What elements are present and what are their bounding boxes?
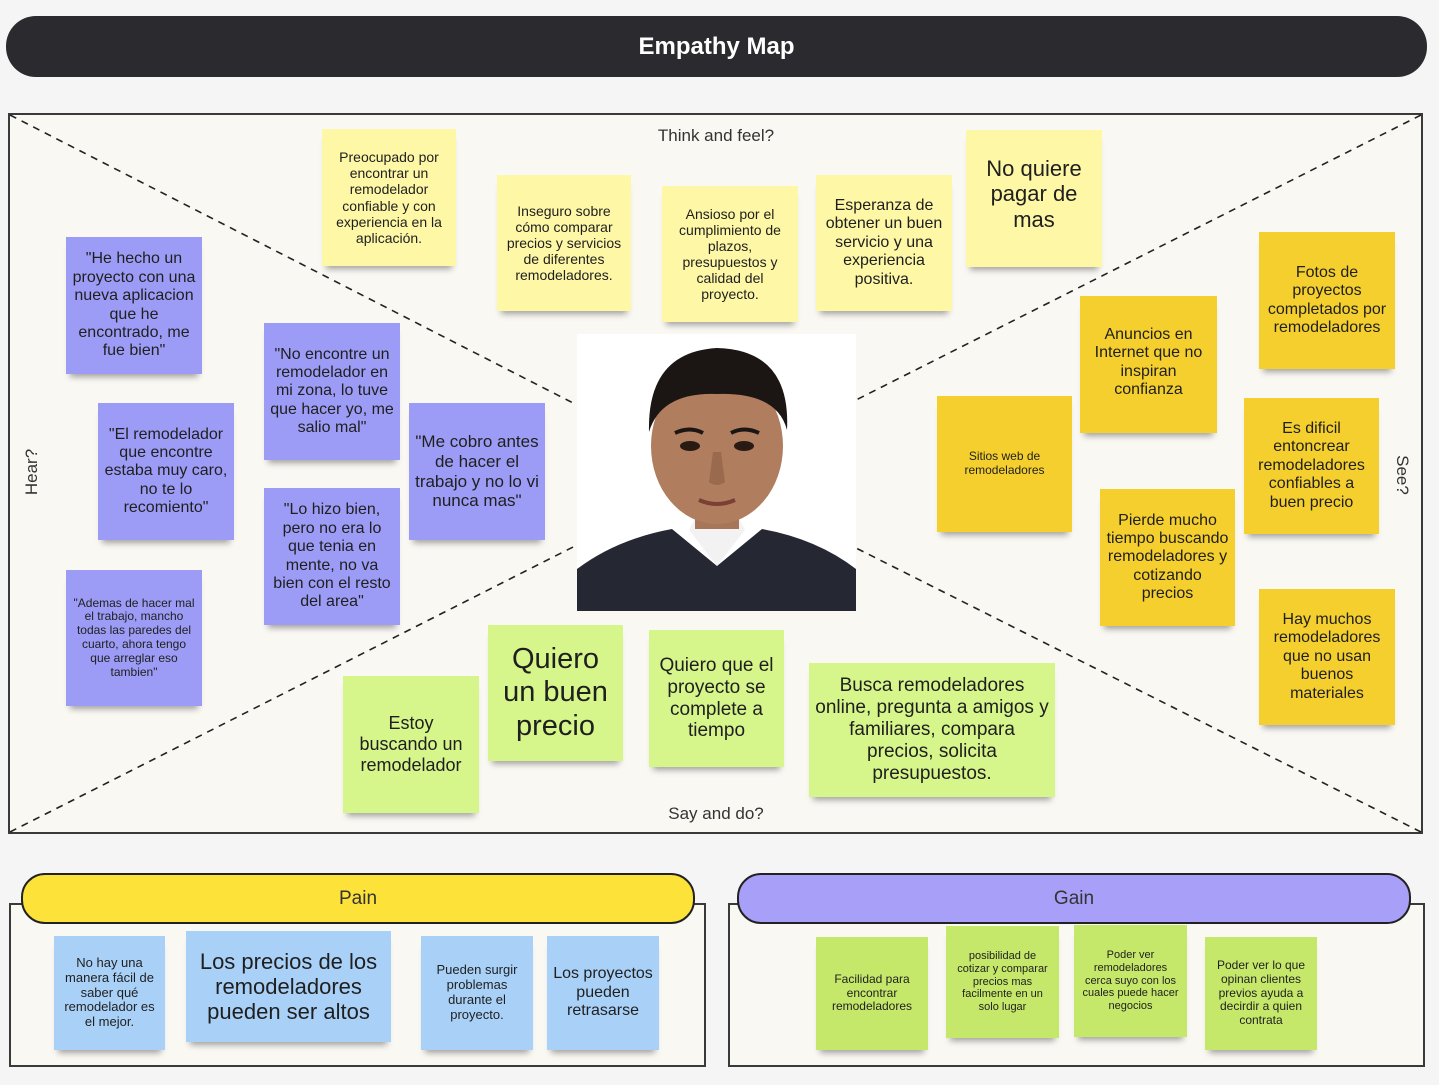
gain-header: Gain (737, 873, 1411, 924)
persona-icon (577, 334, 856, 611)
sticky-note[interactable]: Inseguro sobre cómo comparar precios y s… (497, 175, 631, 311)
sticky-note[interactable]: Quiero que el proyecto se complete a tie… (649, 630, 784, 767)
gain-label: Gain (1053, 887, 1095, 909)
sticky-note[interactable]: "El remodelador que encontre estaba muy … (98, 403, 234, 540)
sticky-note[interactable]: Hay muchos remodeladores que no usan bue… (1259, 589, 1395, 725)
sticky-note[interactable]: Sitios web de remodeladores (937, 396, 1072, 532)
zone-label-hear: Hear? (22, 448, 41, 496)
sticky-note[interactable]: "Lo hizo bien, pero no era lo que tenia … (264, 488, 400, 625)
pain-header: Pain (21, 873, 695, 924)
page-title-text: Empathy Map (638, 32, 795, 60)
sticky-note[interactable]: Esperanza de obtener un buen servicio y … (816, 175, 952, 311)
zone-label-think: Think and feel? (657, 126, 775, 145)
sticky-note[interactable]: Preocupado por encontrar un remodelador … (322, 129, 456, 266)
sticky-note[interactable]: Busca remodeladores online, pregunta a a… (809, 663, 1055, 797)
page-title: Empathy Map (6, 16, 1427, 77)
sticky-note[interactable]: Los precios de los remodeladores pueden … (186, 931, 391, 1042)
sticky-note[interactable]: posibilidad de cotizar y comparar precio… (946, 926, 1059, 1038)
sticky-note[interactable]: No hay una manera fácil de saber qué rem… (54, 936, 165, 1050)
sticky-note[interactable]: Es dificil entoncrear remodeladores conf… (1244, 398, 1379, 534)
sticky-note[interactable]: Fotos de proyectos completados por remod… (1259, 232, 1395, 369)
sticky-note[interactable]: Poder ver remodeladores cerca suyo con l… (1074, 925, 1187, 1037)
sticky-note[interactable]: Quiero un buen precio (488, 625, 623, 761)
sticky-note[interactable]: Los proyectos pueden retrasarse (547, 936, 659, 1050)
sticky-note[interactable]: Ansioso por el cumplimiento de plazos, p… (662, 186, 798, 322)
sticky-note[interactable]: Facilidad para encontrar remodeladores (816, 937, 928, 1050)
sticky-note[interactable]: "No encontre un remodelador en mi zona, … (264, 323, 400, 460)
sticky-note[interactable]: Anuncios en Internet que no inspiran con… (1080, 296, 1217, 433)
sticky-note[interactable]: No quiere pagar de mas (966, 130, 1102, 267)
zone-label-see: See? (1393, 455, 1412, 495)
sticky-note[interactable]: "Me cobro antes de hacer el trabajo y no… (409, 403, 545, 540)
sticky-note[interactable]: Pueden surgir problemas durante el proye… (421, 936, 533, 1050)
zone-label-say: Say and do? (668, 804, 764, 823)
sticky-note[interactable]: Poder ver lo que opinan clientes previos… (1205, 937, 1317, 1050)
sticky-note[interactable]: Estoy buscando un remodelador (343, 676, 479, 813)
sticky-note[interactable]: Pierde mucho tiempo buscando remodelador… (1100, 489, 1235, 626)
sticky-note[interactable]: "He hecho un proyecto con una nueva apli… (66, 237, 202, 374)
persona-photo (577, 334, 856, 611)
pain-label: Pain (338, 887, 378, 909)
sticky-note[interactable]: "Ademas de hacer mal el trabajo, mancho … (66, 570, 202, 706)
